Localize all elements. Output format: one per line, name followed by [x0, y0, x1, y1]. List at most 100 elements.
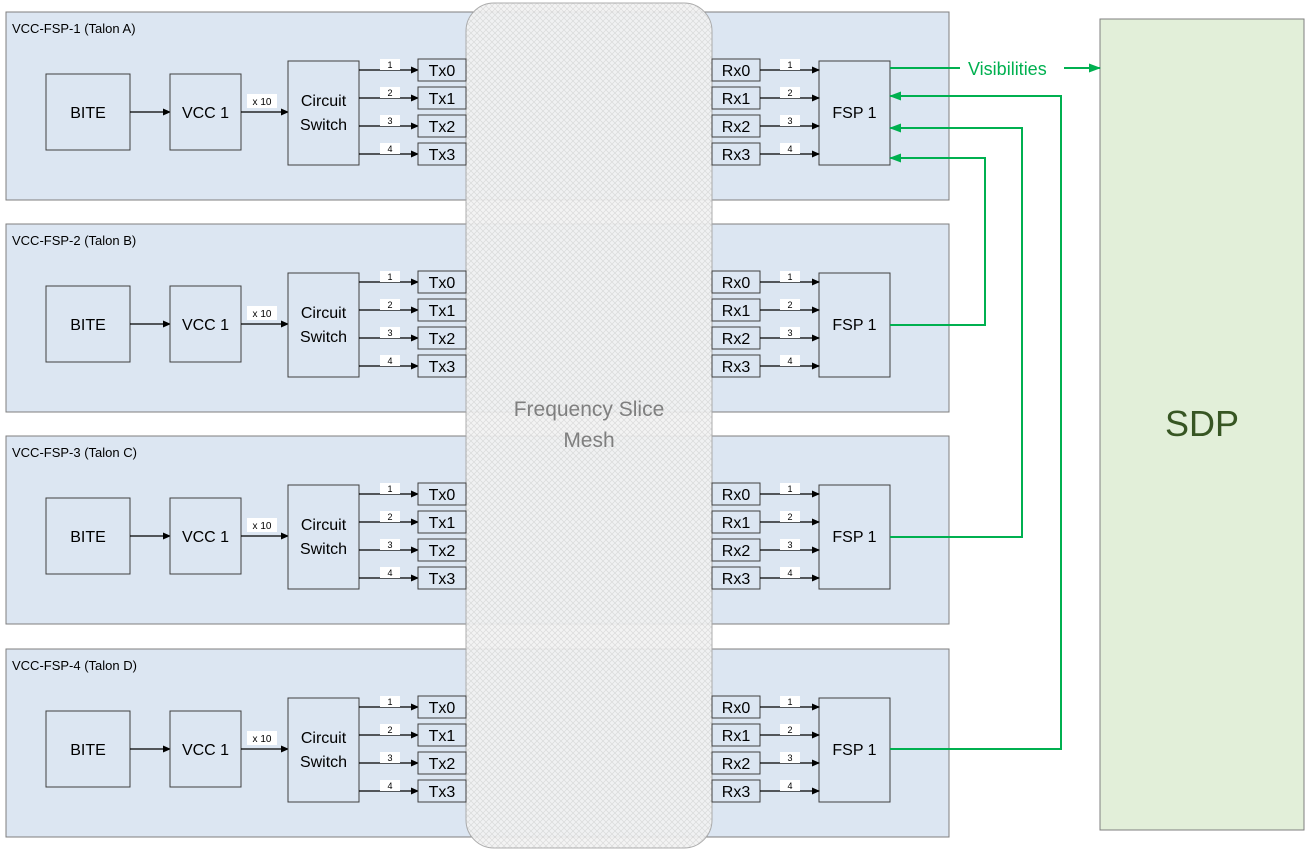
tx-port-label: Tx3	[429, 147, 456, 164]
rx-port-label: Rx0	[722, 487, 751, 504]
tx-port-box	[417, 114, 467, 138]
tx-port-box	[417, 270, 467, 294]
rx-link-number-bg	[780, 724, 800, 735]
mult-label: x 10	[253, 309, 272, 320]
rx-port-label: Rx0	[722, 63, 751, 80]
vcc-label: VCC 1	[182, 529, 229, 546]
circuit-switch-label-2: Switch	[300, 117, 347, 134]
tx-port-label: Tx1	[429, 91, 456, 108]
rx-port-label: Rx0	[722, 275, 751, 292]
tx-port-label: Tx1	[429, 515, 456, 532]
rx-port-label: Rx1	[722, 728, 751, 745]
rx-link-number-bg	[780, 567, 800, 578]
circuit-switch-label-1: Circuit	[301, 517, 347, 534]
fsp-box	[818, 60, 891, 166]
rx-link-number: 2	[787, 725, 792, 735]
tx-link-number-bg	[380, 299, 400, 310]
rx-link-number: 3	[787, 753, 792, 763]
rx-link-number: 2	[787, 512, 792, 522]
circuit-switch-label-2: Switch	[300, 754, 347, 771]
bite-box	[45, 497, 131, 575]
rx-link-number-bg	[780, 483, 800, 494]
bite-label: BITE	[70, 529, 106, 546]
rx-link-number: 3	[787, 328, 792, 338]
tx-port-label: Tx0	[429, 63, 456, 80]
tx-link-number: 4	[387, 781, 392, 791]
rx-link-number-bg	[780, 696, 800, 707]
mult-label-bg	[247, 731, 277, 745]
tx-port-label: Tx2	[429, 119, 456, 136]
tx-port-box	[417, 86, 467, 110]
tx-link-number-bg	[380, 724, 400, 735]
circuit-switch-label-1: Circuit	[301, 305, 347, 322]
fsp-visibility-path	[889, 153, 986, 326]
tx-port-label: Tx3	[429, 571, 456, 588]
mult-label: x 10	[253, 734, 272, 745]
mesh-label-2: Mesh	[563, 429, 614, 452]
tx-port-label: Tx0	[429, 487, 456, 504]
rx-link-number-bg	[780, 539, 800, 550]
vcc-label: VCC 1	[182, 105, 229, 122]
tx-port-label: Tx1	[429, 303, 456, 320]
rx-link-number-bg	[780, 59, 800, 70]
rx-port-label: Rx3	[722, 784, 751, 801]
tx-link-number: 3	[387, 328, 392, 338]
tx-port-box	[417, 510, 467, 534]
tx-link-number-bg	[380, 271, 400, 282]
rx-link-number: 1	[787, 484, 792, 494]
tx-port-box	[417, 326, 467, 350]
tx-link-number-bg	[380, 59, 400, 70]
rx-link-number-bg	[780, 143, 800, 154]
tx-link-number: 1	[387, 60, 392, 70]
tx-port-box	[417, 538, 467, 562]
tx-port-box	[417, 58, 467, 82]
tx-port-label: Tx3	[429, 784, 456, 801]
tx-link-number: 2	[387, 725, 392, 735]
tx-link-number-bg	[380, 143, 400, 154]
rx-port-label: Rx2	[722, 543, 751, 560]
tx-port-label: Tx2	[429, 331, 456, 348]
vcc-label: VCC 1	[182, 317, 229, 334]
tx-link-number-bg	[380, 567, 400, 578]
rx-link-number: 1	[787, 697, 792, 707]
tx-port-box	[417, 779, 467, 803]
tx-link-number-bg	[380, 355, 400, 366]
vcc-box	[169, 710, 242, 788]
rx-link-number-bg	[780, 299, 800, 310]
rx-port-label: Rx2	[722, 331, 751, 348]
tx-port-label: Tx1	[429, 728, 456, 745]
tx-port-box	[417, 723, 467, 747]
group-title: VCC-FSP-3 (Talon C)	[12, 445, 137, 460]
rx-link-number: 3	[787, 540, 792, 550]
rx-link-number: 1	[787, 272, 792, 282]
mesh-label-1: Frequency Slice	[514, 398, 665, 421]
vcc-box	[169, 73, 242, 151]
mult-label: x 10	[253, 521, 272, 532]
group-title: VCC-FSP-4 (Talon D)	[12, 658, 137, 673]
rx-link-number-bg	[780, 271, 800, 282]
mult-label-bg	[247, 94, 277, 108]
rx-port-label: Rx0	[722, 700, 751, 717]
fsp-box	[818, 484, 891, 590]
tx-port-box	[417, 142, 467, 166]
frequency-slice-mesh	[465, 2, 713, 849]
rx-link-number: 4	[787, 356, 792, 366]
tx-link-number: 4	[387, 568, 392, 578]
tx-port-label: Tx3	[429, 359, 456, 376]
rx-link-number: 4	[787, 568, 792, 578]
bite-label: BITE	[70, 105, 106, 122]
rx-port-label: Rx3	[722, 359, 751, 376]
circuit-switch-box	[287, 60, 360, 166]
rx-link-number-bg	[780, 780, 800, 791]
circuit-switch-label-2: Switch	[300, 541, 347, 558]
sdp-box	[1099, 18, 1305, 831]
mult-label-bg	[247, 306, 277, 320]
rx-link-number: 3	[787, 116, 792, 126]
tx-port-box	[417, 566, 467, 590]
sdp-label: SDP	[1165, 403, 1239, 444]
circuit-switch-label-1: Circuit	[301, 730, 347, 747]
tx-port-box	[417, 751, 467, 775]
tx-link-number: 2	[387, 88, 392, 98]
rx-port-label: Rx1	[722, 515, 751, 532]
